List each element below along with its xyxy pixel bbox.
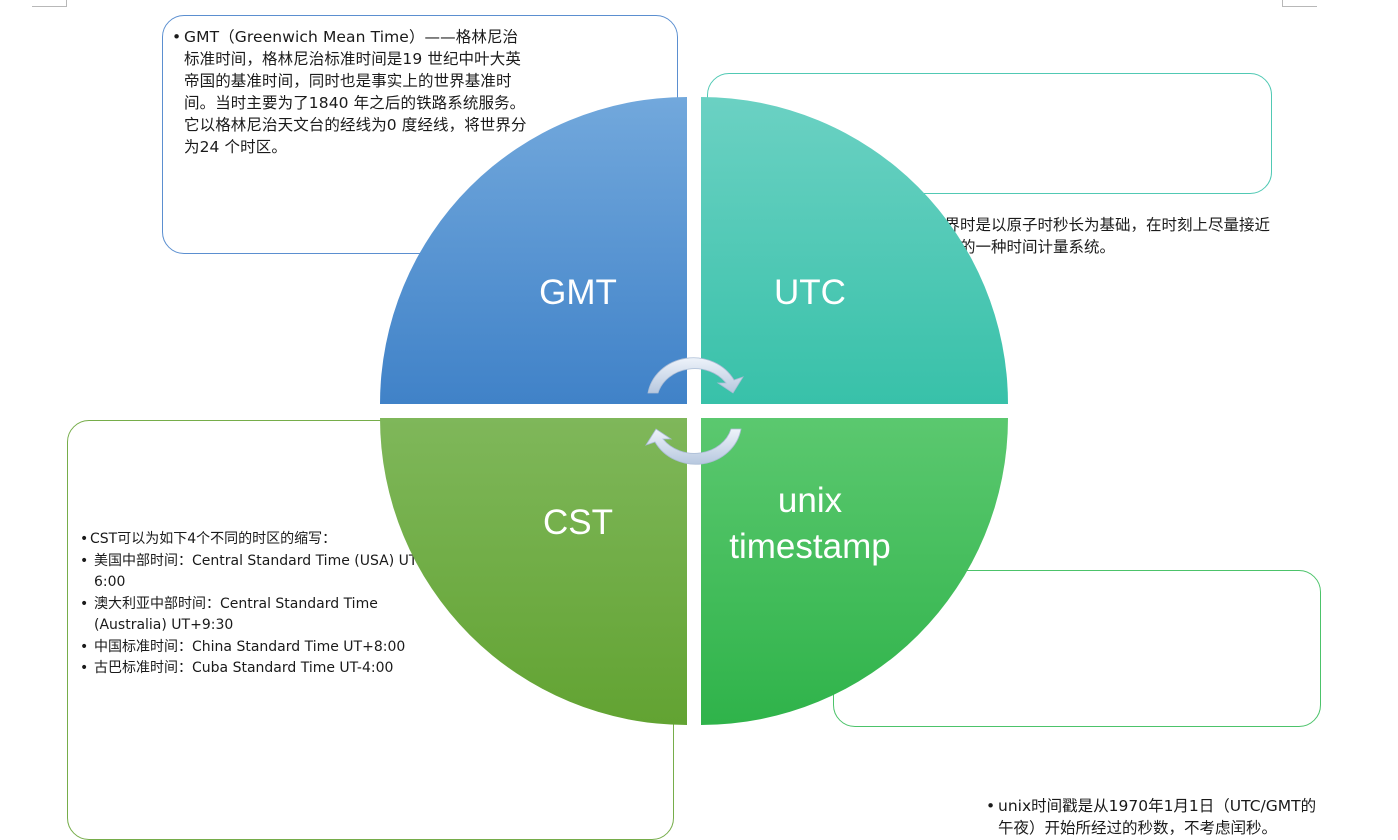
unix-timestamp-label: unix timestamp — [700, 478, 920, 570]
cst-item-usa: 美国中部时间：Central Standard Time (USA) UT-6:… — [80, 551, 440, 594]
corner-mark-right — [1282, 0, 1317, 7]
corner-mark-left — [32, 0, 67, 7]
cycle-arrow-bottom — [645, 428, 742, 465]
unix-description: unix时间戳是从1970年1月1日（UTC/GMT的午夜）开始所经过的秒数，不… — [986, 795, 1328, 839]
unix-label-line2: timestamp — [729, 527, 891, 566]
gmt-label: GMT — [539, 273, 617, 312]
cst-item-china: 中国标准时间：China Standard Time UT+8:00 — [80, 637, 440, 659]
cst-intro: CST可以为如下4个不同的时区的缩写： — [80, 529, 440, 551]
utc-quadrant — [701, 97, 1008, 404]
unix-label-line1: unix — [777, 481, 843, 520]
cst-label: CST — [543, 503, 613, 542]
cst-quadrant — [380, 418, 687, 725]
gmt-quadrant — [380, 97, 687, 404]
cycle-arrow-top — [647, 357, 744, 394]
cst-item-cuba: 古巴标准时间：Cuba Standard Time UT-4:00 — [80, 658, 440, 680]
gmt-description: GMT（Greenwich Mean Time）——格林尼治标准时间，格林尼治标… — [172, 26, 528, 158]
cst-description: CST可以为如下4个不同的时区的缩写： 美国中部时间：Central Stand… — [80, 529, 440, 680]
unix-quadrant — [701, 418, 1008, 725]
utc-label: UTC — [774, 273, 846, 312]
cst-item-australia: 澳大利亚中部时间：Central Standard Time (Australi… — [80, 594, 440, 637]
cycle-arrows-icon — [645, 357, 744, 465]
quadrant-circle-diagram — [380, 97, 1008, 725]
